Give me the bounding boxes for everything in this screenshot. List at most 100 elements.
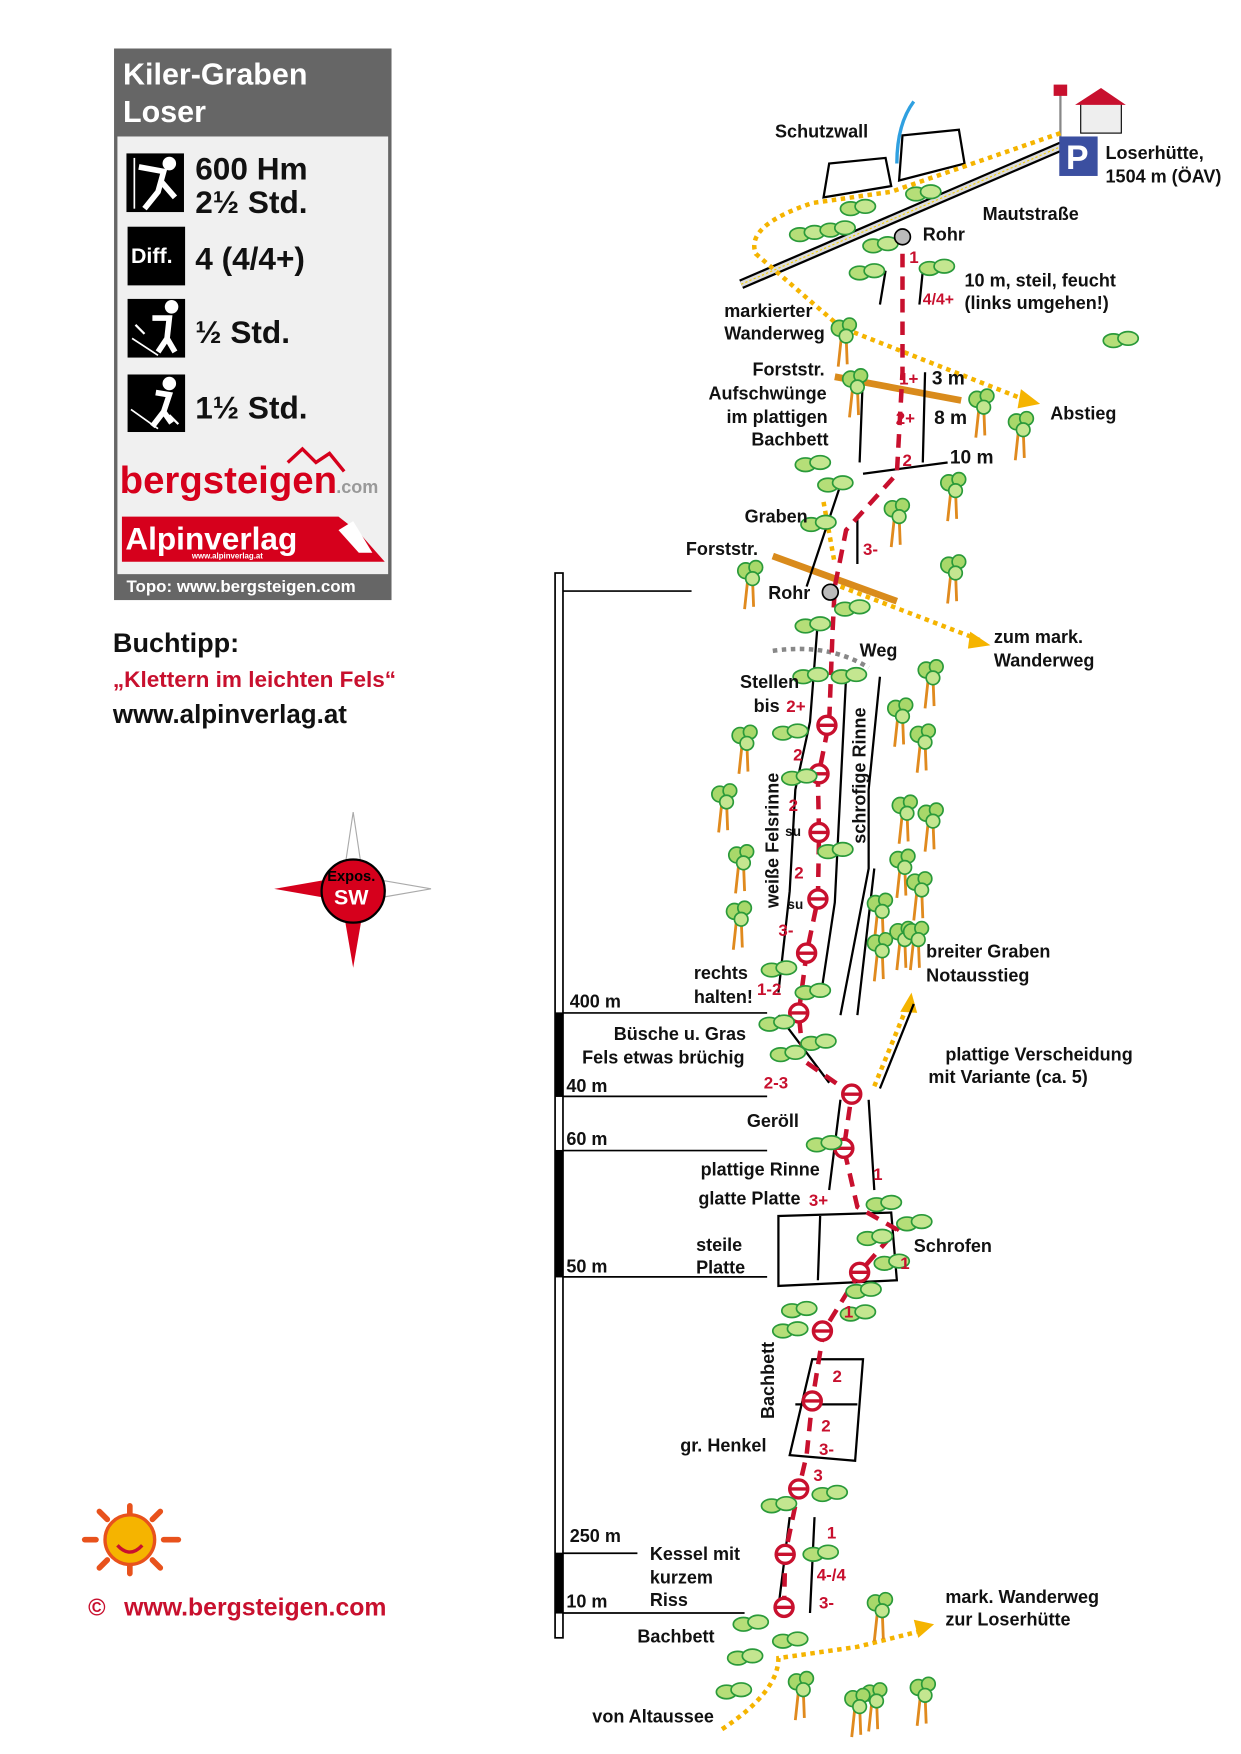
label-zur-loserhuette: zur Loserhütte bbox=[945, 1609, 1070, 1629]
tree-icon bbox=[967, 387, 996, 440]
svg-text:www.alpinverlag.at: www.alpinverlag.at bbox=[191, 551, 263, 560]
label-variante: mit Variante (ca. 5) bbox=[928, 1067, 1087, 1087]
bush-icon bbox=[794, 982, 832, 1001]
label-geroell: Geröll bbox=[747, 1111, 799, 1131]
label-notausstieg: Notausstieg bbox=[926, 965, 1029, 985]
svg-text:1+: 1+ bbox=[899, 370, 918, 389]
svg-text:3-: 3- bbox=[863, 540, 878, 559]
label-steep-bypass: (links umgehen!) bbox=[965, 293, 1109, 313]
label-fels-bruechig: Fels etwas brüchig bbox=[582, 1048, 744, 1068]
bush-icon bbox=[833, 599, 871, 617]
label-mark-wanderweg: mark. Wanderweg bbox=[945, 1587, 1099, 1607]
svg-text:1: 1 bbox=[827, 1524, 836, 1543]
label-forststr-2: Forststr. bbox=[686, 539, 758, 559]
label-aufschwuenge-2: im plattigen bbox=[727, 407, 828, 427]
svg-text:4/4+: 4/4+ bbox=[923, 292, 954, 309]
bush-icon bbox=[732, 1614, 770, 1632]
booktip-title[interactable]: „Klettern im leichten Fels“ bbox=[113, 667, 396, 692]
grade-labels: 1 4/4+ 1+ 2+ 2 3- 2+ 2 2 2 3- 1-2 2-3 1 … bbox=[757, 248, 954, 1613]
tree-icon bbox=[916, 658, 945, 710]
tree-icon bbox=[710, 782, 739, 834]
tree-icon bbox=[866, 1591, 894, 1643]
label-platte: Platte bbox=[696, 1257, 745, 1277]
label-graben: Graben bbox=[745, 506, 808, 526]
bush-icon bbox=[811, 1484, 849, 1503]
svg-text:3-: 3- bbox=[819, 1440, 834, 1459]
tree-icon bbox=[888, 847, 917, 900]
label-rohr-top: Rohr bbox=[923, 224, 965, 244]
svg-text:3: 3 bbox=[813, 1466, 822, 1485]
scale-10m: 10 m bbox=[566, 1591, 607, 1611]
bush-icon bbox=[905, 184, 942, 202]
label-weg: Weg bbox=[860, 640, 898, 660]
belay-icon bbox=[848, 1261, 871, 1284]
bush-icon bbox=[830, 666, 868, 685]
svg-text:2-3: 2-3 bbox=[764, 1073, 788, 1092]
belay-icon bbox=[808, 821, 830, 844]
copyright-url[interactable]: www.bergsteigen.com bbox=[123, 1594, 386, 1621]
bush-icon bbox=[780, 768, 818, 786]
bush-icon bbox=[726, 1648, 764, 1666]
belay-icon bbox=[811, 1320, 834, 1342]
bush-icon bbox=[769, 1044, 807, 1063]
bush-icon bbox=[771, 1631, 809, 1649]
label-verscheidung: plattige Verscheidung bbox=[945, 1044, 1132, 1064]
tree-icon bbox=[841, 367, 869, 419]
belay-icon bbox=[841, 1083, 863, 1105]
bush-icon bbox=[839, 198, 877, 217]
bush-icon bbox=[865, 1194, 903, 1213]
scale-400m: 400 m bbox=[570, 991, 621, 1011]
bush-icon bbox=[758, 1014, 796, 1032]
bush-icon bbox=[856, 1228, 894, 1247]
tree-icon bbox=[905, 870, 934, 922]
tree-icon bbox=[730, 723, 759, 776]
bush-icon bbox=[848, 263, 886, 281]
scale-50m: 50 m bbox=[566, 1256, 607, 1276]
diff-label: Diff. bbox=[131, 244, 173, 268]
svg-text:2: 2 bbox=[833, 1367, 842, 1386]
climber-icon bbox=[126, 153, 184, 213]
tree-icon bbox=[843, 1687, 872, 1739]
info-box: Kiler-Graben Loser 600 Hm 2½ Std. Diff. … bbox=[114, 48, 392, 601]
approach-hiker-icon bbox=[127, 298, 186, 358]
label-plattige-rinne: plattige Rinne bbox=[701, 1159, 820, 1179]
tree-icon bbox=[886, 696, 915, 749]
label-rechts: rechts bbox=[694, 963, 748, 983]
belay-icon bbox=[774, 1543, 796, 1566]
tree-icon bbox=[727, 843, 756, 895]
bush-icon bbox=[794, 454, 832, 473]
bush-icon bbox=[817, 841, 854, 860]
label-wanderweg-1: markierter bbox=[724, 301, 812, 321]
label-zum-mark-1: zum mark. bbox=[994, 627, 1083, 647]
svg-text:.com: .com bbox=[336, 477, 378, 497]
svg-text:2+: 2+ bbox=[896, 409, 915, 428]
label-altaussee: von Altaussee bbox=[592, 1706, 714, 1726]
bush-icon bbox=[780, 1300, 818, 1319]
bush-icon bbox=[788, 224, 826, 243]
sun-logo-icon bbox=[81, 1503, 182, 1577]
height-scale-bar bbox=[554, 572, 768, 1639]
label-halten: halten! bbox=[694, 987, 753, 1007]
label-zum-mark-2: Wanderweg bbox=[994, 651, 1095, 671]
tree-icon bbox=[866, 931, 894, 983]
label-breiter-graben: breiter Graben bbox=[926, 942, 1050, 962]
svg-text:2: 2 bbox=[793, 745, 802, 764]
label-steep: 10 m, steil, feucht bbox=[965, 271, 1116, 291]
label-bis: bis bbox=[754, 696, 780, 716]
label-wanderweg-2: Wanderweg bbox=[724, 324, 825, 344]
tree-icon bbox=[725, 899, 753, 952]
bush-icon bbox=[845, 1281, 882, 1300]
svg-text:bergsteigen: bergsteigen bbox=[120, 459, 337, 502]
label-stellen: Stellen bbox=[740, 672, 799, 692]
bush-icon bbox=[896, 1213, 933, 1232]
tree-icon bbox=[916, 801, 945, 854]
tree-icon bbox=[830, 316, 858, 369]
label-bachbett: Bachbett bbox=[637, 1626, 714, 1646]
belay-icon bbox=[807, 888, 829, 910]
trail-arrows bbox=[900, 389, 1041, 1638]
label-steile: steile bbox=[696, 1235, 742, 1255]
booktip-url[interactable]: www.alpinverlag.at bbox=[112, 701, 347, 729]
bush-icon bbox=[918, 258, 956, 277]
bush-icon bbox=[817, 475, 854, 493]
